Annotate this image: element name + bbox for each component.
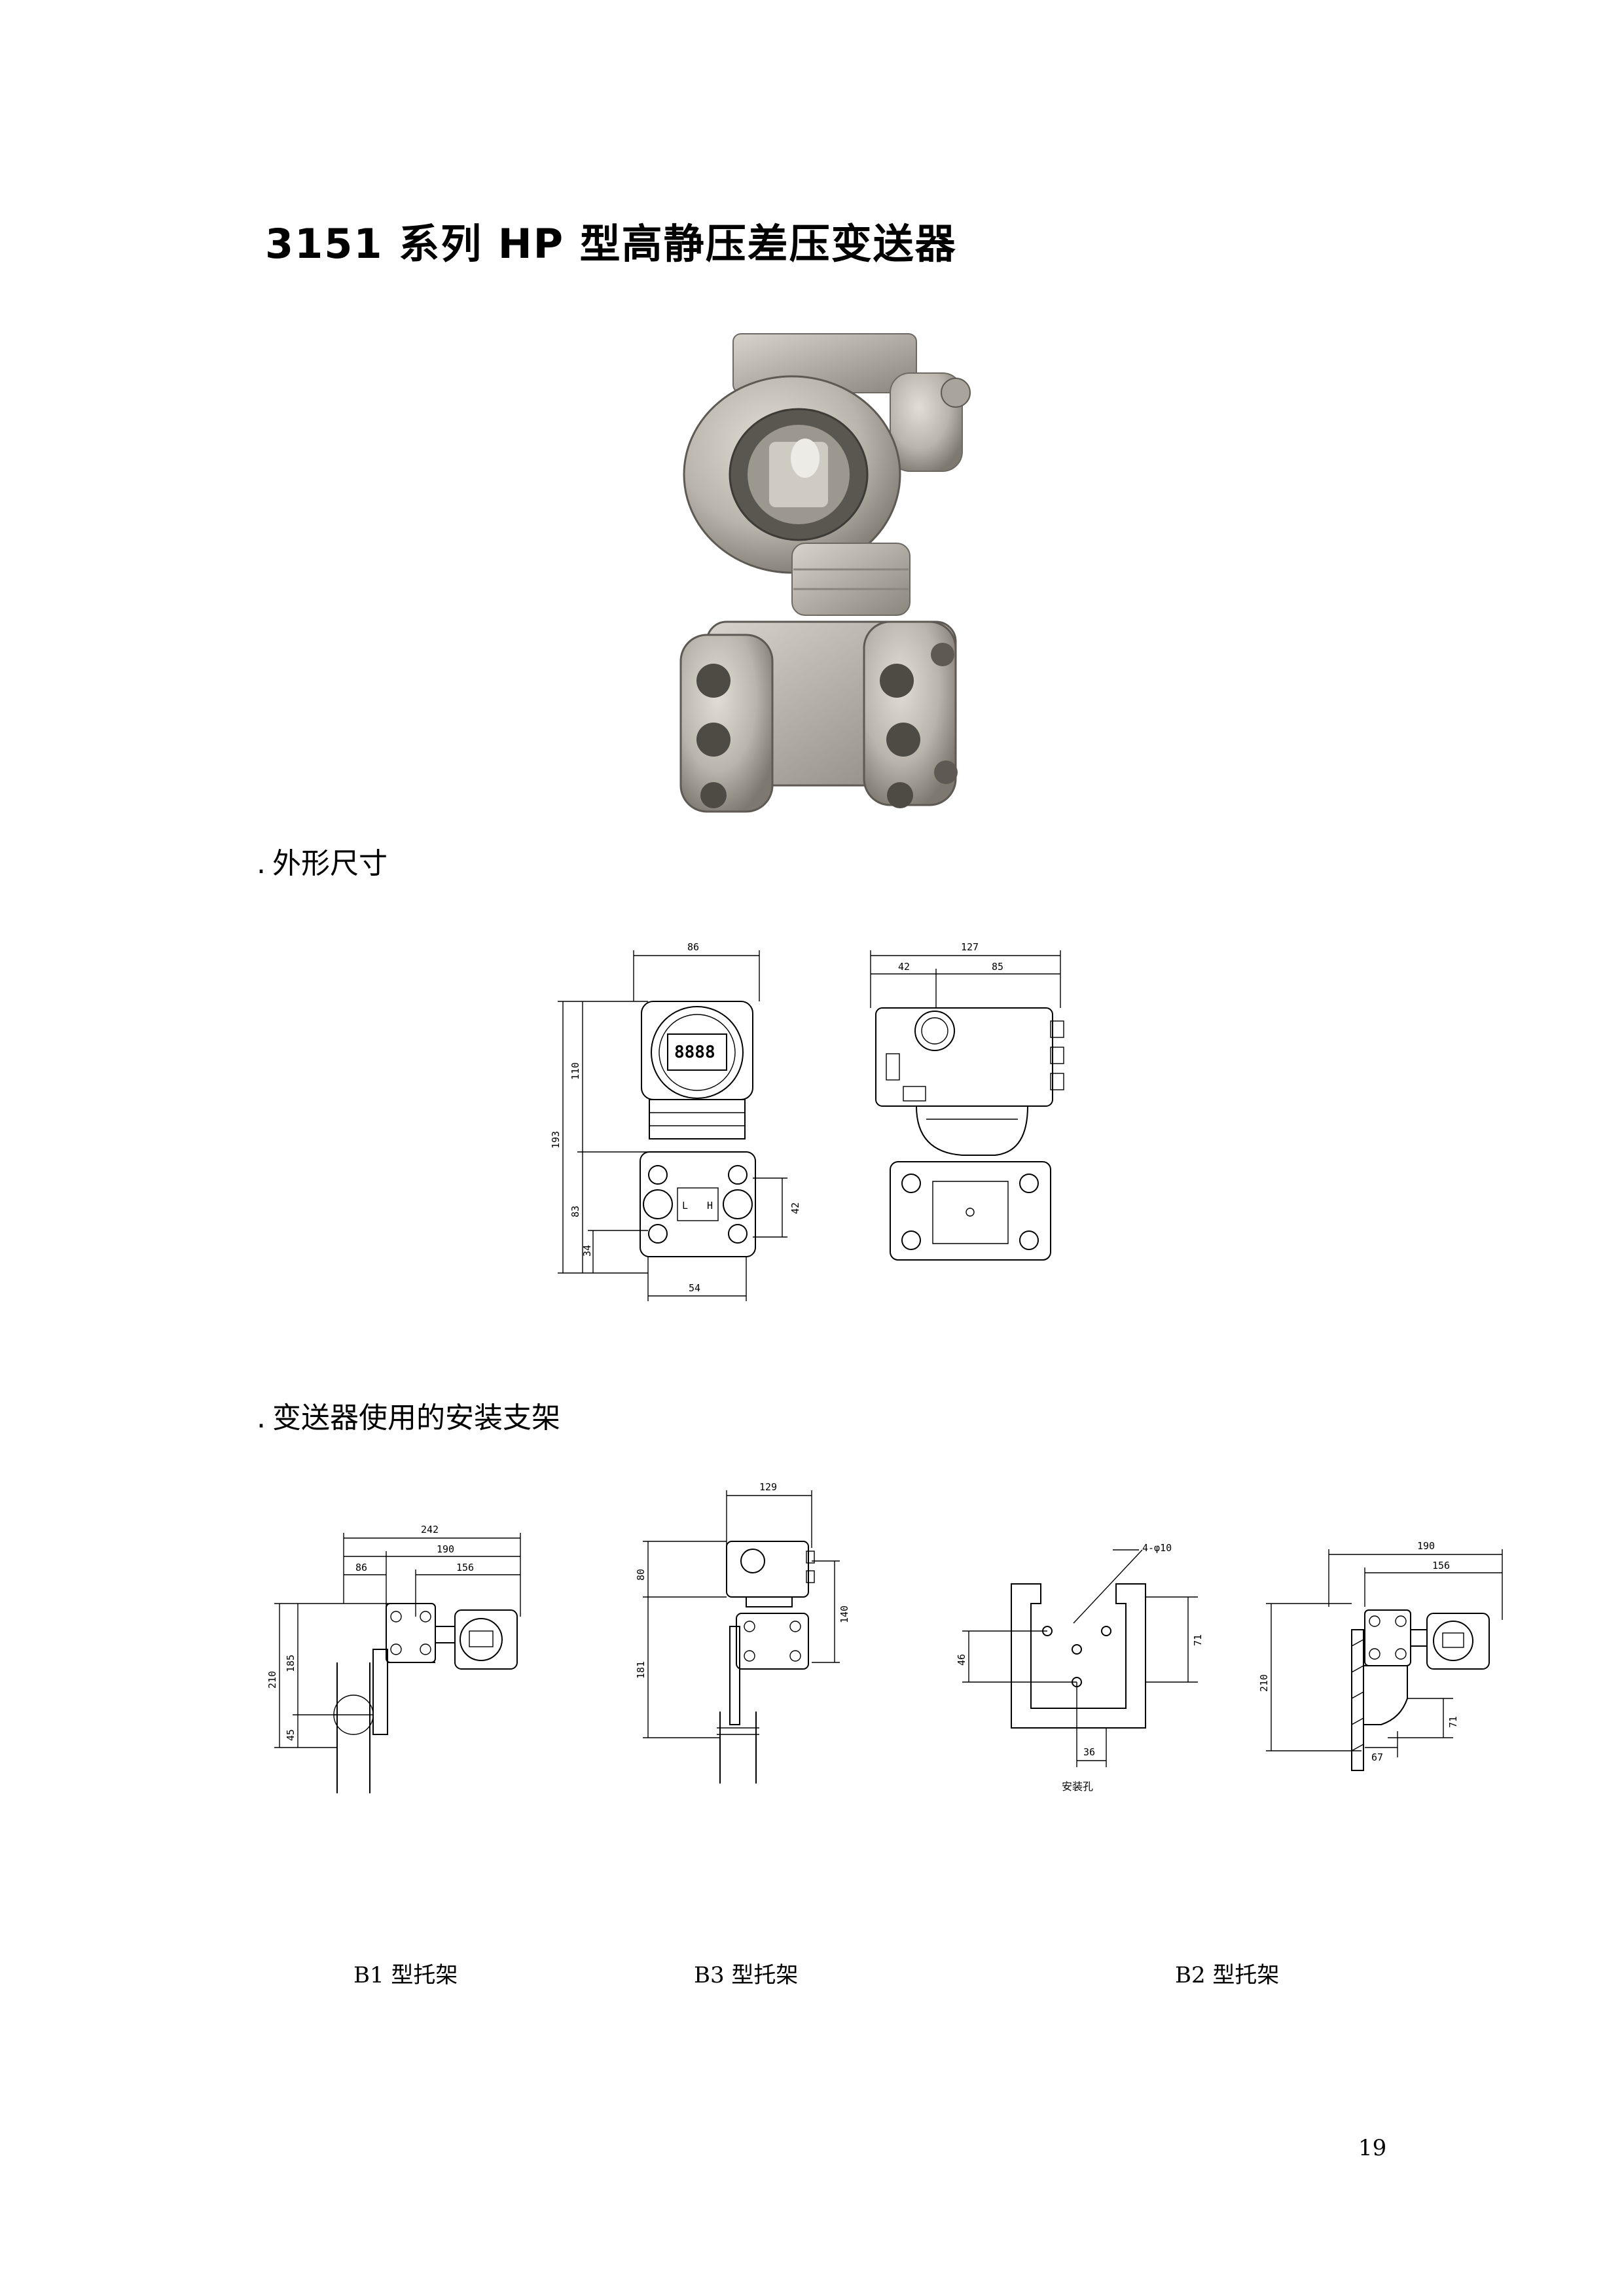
- dim-b3-h1: 80: [635, 1569, 647, 1581]
- dim-b1-w2: 190: [437, 1543, 454, 1555]
- dim-holes-w1: 36: [1083, 1746, 1095, 1758]
- section-bullet: .: [257, 847, 266, 880]
- mounting-holes-drawing: 4-φ10 46 71 36 安装孔: [956, 1542, 1204, 1793]
- side-view-drawing: 127 42 85: [870, 941, 1064, 1261]
- caption-b3: B3 型托架: [694, 1962, 799, 1988]
- dim-front-height-upper: 110: [569, 1062, 581, 1080]
- caption-b1: B1 型托架: [353, 1962, 458, 1988]
- dim-side-width-total: 127: [961, 941, 979, 953]
- b1-bracket-drawing: 242 190 156 86 210 185 45: [266, 1524, 521, 1793]
- front-view-drawing: 86 193 110 83 34 8888 L H 42 54: [550, 941, 801, 1301]
- transmitter-photo: [679, 333, 971, 813]
- dim-front-width-top: 86: [687, 941, 699, 953]
- b2-bracket-drawing: 190 156 210 71 67: [1258, 1540, 1503, 1771]
- page-number: 19: [1358, 2135, 1387, 2161]
- caption-b2: B2 型托架: [1175, 1962, 1280, 1988]
- dim-front-flange-height: 42: [789, 1202, 801, 1214]
- dim-b2-w1: 190: [1417, 1540, 1435, 1552]
- dim-b1-w4: 86: [355, 1562, 367, 1573]
- dim-holes-h1: 46: [956, 1654, 967, 1666]
- display-digits: 8888: [674, 1043, 715, 1062]
- dim-front-height-small: 34: [581, 1245, 593, 1257]
- page-title: 3151 系列 HP 型高静压差压变送器: [265, 220, 957, 268]
- dim-b2-w2: 156: [1432, 1560, 1450, 1571]
- section-label: 变送器使用的安装支架: [272, 1401, 560, 1435]
- label-H: H: [707, 1200, 713, 1211]
- holes-caption: 安装孔: [1062, 1780, 1093, 1793]
- dim-b2-w3: 67: [1371, 1751, 1383, 1763]
- section-label: 外形尺寸: [272, 847, 388, 880]
- section-outline-dimensions: .外形尺寸: [257, 840, 388, 882]
- dim-b2-h1: 210: [1258, 1674, 1270, 1692]
- dim-side-width-right: 85: [992, 961, 1003, 973]
- dim-holes-h2: 71: [1192, 1634, 1204, 1646]
- dim-b2-h2: 71: [1447, 1716, 1459, 1728]
- section-bullet: .: [257, 1401, 266, 1435]
- label-L: L: [682, 1200, 688, 1211]
- b3-bracket-drawing: 129 80 181 140: [635, 1481, 850, 1784]
- dim-b3-h2: 140: [839, 1605, 850, 1623]
- dim-b1-h1: 210: [266, 1671, 278, 1689]
- dim-front-height-total: 193: [550, 1131, 562, 1149]
- dim-b3-w1: 129: [759, 1481, 777, 1493]
- dim-front-width-bottom: 54: [689, 1282, 700, 1294]
- section-mounting-brackets: .变送器使用的安装支架: [257, 1394, 560, 1436]
- dim-b1-h3: 45: [285, 1729, 297, 1741]
- dim-b3-h3: 181: [635, 1661, 647, 1679]
- dim-b1-w1: 242: [421, 1524, 439, 1535]
- dim-b1-w3: 156: [456, 1562, 474, 1573]
- dim-front-height-lower: 83: [569, 1206, 581, 1217]
- holes-label: 4-φ10: [1142, 1542, 1172, 1554]
- dim-b1-h2: 185: [285, 1655, 297, 1672]
- dim-side-width-left: 42: [898, 961, 910, 973]
